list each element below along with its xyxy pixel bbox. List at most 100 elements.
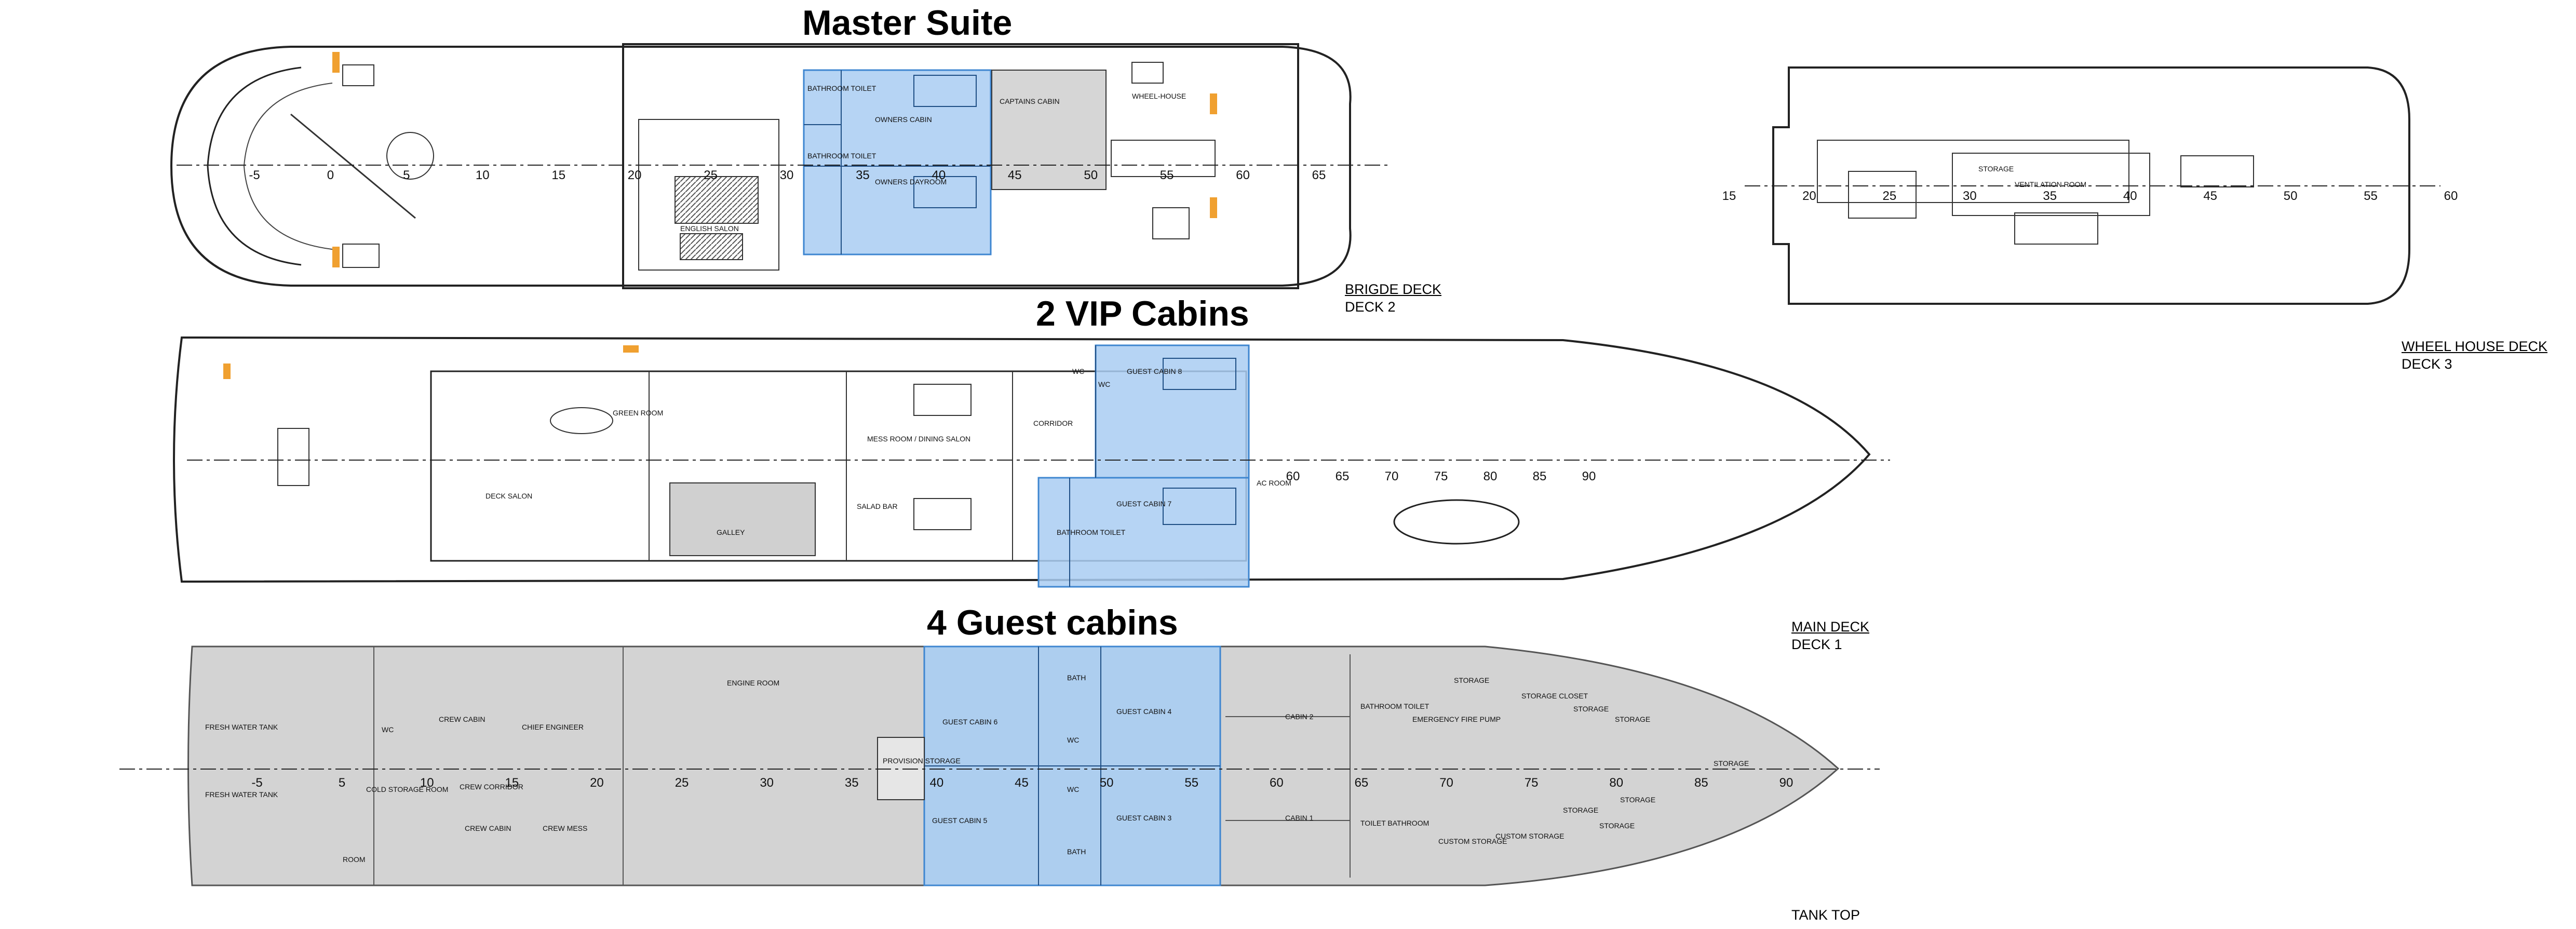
bridge-frame-number: 65 — [1312, 168, 1326, 182]
bridge-frame-number: 25 — [704, 168, 718, 182]
tank-room-label: STORAGE — [1615, 715, 1650, 723]
tank-frame-number: 70 — [1439, 776, 1453, 790]
tank-top-name: TANK TOP — [1791, 907, 1860, 923]
tank-frame-number: 15 — [505, 776, 519, 790]
main-frame-number: 65 — [1336, 469, 1350, 483]
tank-room-label: FRESH WATER TANK — [205, 723, 278, 731]
tank-room-label: CUSTOM STORAGE — [1438, 837, 1507, 845]
main-frame-number: 90 — [1582, 469, 1596, 483]
guest-cabins-heading: 4 Guest cabins — [927, 603, 1178, 642]
tank-room-label: GUEST CABIN 5 — [932, 816, 988, 825]
bridge-frame-number: 15 — [551, 168, 565, 182]
tank-room-label: EMERGENCY FIRE PUMP — [1412, 715, 1501, 723]
tank-room-label: WC — [1067, 785, 1079, 793]
bridge-room-label: BATHROOM TOILET — [807, 152, 876, 160]
main-frame-number: 75 — [1434, 469, 1448, 483]
wheelhouse-deck-sub: DECK 3 — [2402, 356, 2452, 372]
main-room-label: SALAD BAR — [857, 502, 898, 510]
bridge-frame-number: 45 — [1008, 168, 1022, 182]
tank-room-label: STORAGE — [1620, 796, 1655, 804]
wheelhouse-frame-number: 20 — [1802, 189, 1816, 203]
tank-frame-number: 20 — [590, 776, 604, 790]
wheelhouse-room-label: STORAGE — [1978, 165, 2014, 173]
main-frame-number: 85 — [1533, 469, 1547, 483]
bridge-frame-number: 30 — [780, 168, 794, 182]
tank-frame-number: 5 — [339, 776, 345, 790]
main-deck-plan: 60 65 70 75 80 85 90 — [173, 336, 1890, 588]
tank-room-label: BATHROOM TOILET — [1360, 702, 1429, 710]
tank-frame-number: -5 — [251, 776, 262, 790]
bridge-frame-number: -5 — [249, 168, 260, 182]
tank-room-label: COLD STORAGE ROOM — [366, 785, 448, 793]
bridge-deck-hull — [170, 46, 1352, 287]
tank-room-label: BATH — [1067, 847, 1086, 856]
tank-frame-number: 60 — [1270, 776, 1284, 790]
tank-room-label: PROVISION STORAGE — [883, 757, 961, 765]
tank-room-label: STORAGE — [1573, 705, 1609, 713]
bridge-frame-number: 35 — [856, 168, 870, 182]
room-labels: BATHROOM TOILET BATHROOM TOILET OWNERS CAB… — [205, 84, 2086, 864]
main-room-label: DECK SALON — [485, 492, 532, 500]
tank-frame-number: 55 — [1184, 776, 1198, 790]
tank-room-label: CUSTOM STORAGE — [1495, 832, 1565, 840]
main-room-label: AC ROOM — [1257, 479, 1291, 487]
wheelhouse-deck-name: WHEEL HOUSE DECK — [2402, 339, 2548, 354]
main-frame-number: 60 — [1286, 469, 1300, 483]
tank-frame-number: 45 — [1015, 776, 1029, 790]
tank-room-label: CREW MESS — [543, 824, 587, 832]
main-frame-numbers: 60 65 70 75 80 85 90 — [1286, 469, 1596, 483]
bridge-room-label: CAPTAINS CABIN — [1000, 97, 1060, 105]
tank-frame-number: 85 — [1694, 776, 1708, 790]
tank-room-label: FRESH WATER TANK — [205, 790, 278, 799]
bridge-frame-number: 55 — [1160, 168, 1174, 182]
bridge-frame-number: 5 — [403, 168, 410, 182]
tank-room-label: STORAGE — [1454, 676, 1489, 684]
vip-cabin-8-highlight — [1095, 344, 1250, 479]
captain-cabin-area — [991, 70, 1107, 190]
main-frame-number: 80 — [1483, 469, 1498, 483]
main-room-label: WC — [1098, 380, 1110, 388]
tank-frame-number: 10 — [420, 776, 434, 790]
bridge-room-label: OWNERS DAYROOM — [875, 178, 947, 186]
main-room-label: GUEST CABIN 8 — [1127, 367, 1182, 375]
wheelhouse-frame-number: 55 — [2364, 189, 2378, 203]
bridge-frame-number: 10 — [476, 168, 490, 182]
wheelhouse-frame-number: 25 — [1883, 189, 1897, 203]
bridge-frame-number: 60 — [1236, 168, 1250, 182]
tank-frame-number: 25 — [675, 776, 689, 790]
tank-room-label: CREW CABIN — [439, 715, 485, 723]
tank-room-label: TOILET BATHROOM — [1360, 819, 1429, 827]
main-room-label: CORRIDOR — [1033, 419, 1073, 427]
tank-room-label: STORAGE CLOSET — [1521, 692, 1588, 700]
bridge-frame-number: 0 — [327, 168, 334, 182]
tank-room-label: CREW CABIN — [465, 824, 511, 832]
tank-room-label: BATH — [1067, 674, 1086, 682]
tank-room-label: CHIEF ENGINEER — [522, 723, 584, 731]
master-suite-highlight — [803, 69, 992, 255]
tank-room-label: GUEST CABIN 3 — [1116, 814, 1172, 822]
bridge-deck-label: BRIGDE DECK DECK 2 — [1345, 280, 1441, 316]
tank-frame-number: 50 — [1100, 776, 1114, 790]
galley-area — [669, 482, 816, 556]
tender-boat — [1393, 499, 1520, 545]
tank-room-label: STORAGE — [1563, 806, 1598, 814]
main-frame-number: 70 — [1385, 469, 1399, 483]
tank-frame-number: 40 — [930, 776, 944, 790]
tank-frame-number: 30 — [760, 776, 774, 790]
main-room-label: WC — [1072, 367, 1084, 375]
bridge-frame-number: 40 — [932, 168, 946, 182]
main-room-label: MESS ROOM / DINING SALON — [867, 435, 970, 443]
wheelhouse-frame-number: 40 — [2123, 189, 2137, 203]
main-room-label: BATHROOM TOILET — [1057, 528, 1126, 536]
tank-room-label: CABIN 1 — [1285, 814, 1314, 822]
bridge-room-label: OWNERS CABIN — [875, 115, 932, 124]
main-room-label: GREEN ROOM — [613, 409, 663, 417]
bridge-frame-number: 50 — [1084, 168, 1098, 182]
